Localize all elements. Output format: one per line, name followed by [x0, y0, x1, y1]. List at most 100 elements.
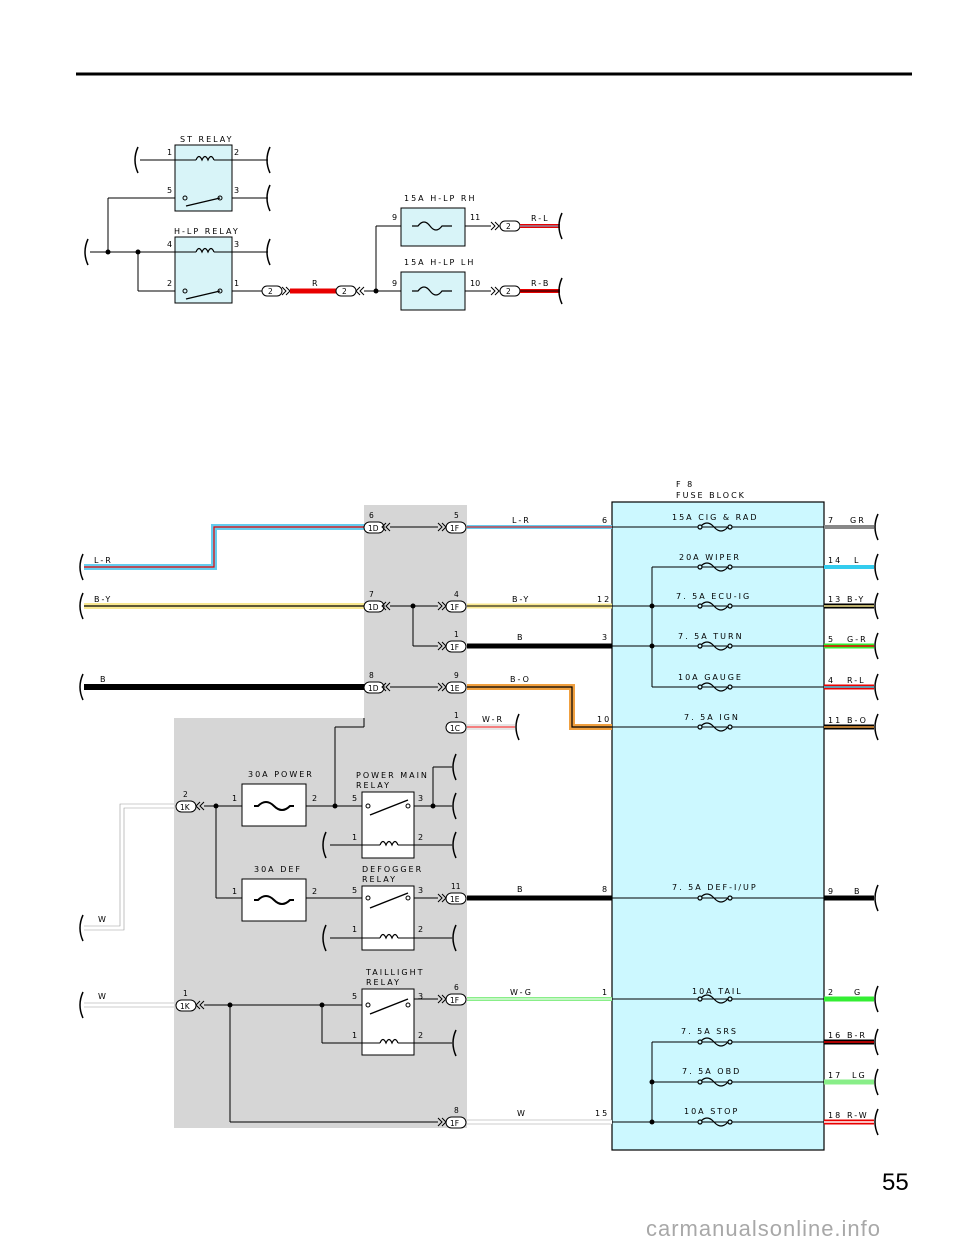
power-relay-box: [361, 791, 415, 859]
out-pin-17: 17: [828, 1071, 842, 1080]
svg-text:1: 1: [232, 887, 237, 896]
in-wire-b2: B: [517, 885, 525, 894]
out-pin-14: 14: [828, 556, 842, 565]
tail-relay-box: [361, 988, 415, 1056]
fuse-rh-out: 11: [470, 213, 480, 222]
hlp-relay-box: [174, 236, 233, 304]
fuse-label-obd: 7. 5A OBD: [682, 1067, 741, 1076]
in-pin-15: 15: [595, 1109, 609, 1118]
conn-1k-b-pin: 1: [183, 989, 188, 998]
def-fuse-icon: [254, 895, 294, 905]
svg-text:1: 1: [232, 794, 237, 803]
hlp-pin1: 1: [234, 279, 239, 288]
in-wire-lr: L-R: [512, 516, 531, 525]
fuse-rh-label: 15A H-LP RH: [404, 194, 477, 203]
hlp-pin3: 3: [234, 240, 239, 249]
conn-1e-a-pin: 9: [454, 671, 459, 680]
left-wire-lr: L-R: [94, 556, 113, 565]
svg-text:1: 1: [352, 833, 357, 842]
in-wire-wg: W-G: [510, 988, 533, 997]
fuse-rh-box: [400, 207, 466, 247]
st-pin1: 1: [167, 148, 172, 157]
conn-1e-a: 1E: [450, 684, 460, 693]
out-pin-2: 2: [828, 988, 835, 997]
fuse-label-gauge: 10A GAUGE: [678, 673, 743, 682]
fuse-label-srs: 7. 5A SRS: [681, 1027, 738, 1036]
fuse-label-stop: 10A STOP: [684, 1107, 739, 1116]
out-wire-lg: LG: [852, 1071, 867, 1080]
fuse-label-wiper: 20A WIPER: [679, 553, 741, 562]
left-wire-w2: W: [98, 992, 108, 1001]
svg-text:2: 2: [418, 925, 423, 934]
fuse-lh-out: 10: [470, 279, 480, 288]
st-relay-switch-icon: [185, 197, 221, 207]
def-relay-coil-icon: [379, 933, 399, 940]
conn-1f-d-pin: 6: [454, 983, 459, 992]
st-pin5: 5: [167, 186, 172, 195]
in-pin-6: 6: [602, 516, 609, 525]
svg-text:2: 2: [418, 1031, 423, 1040]
def-relay-box: [361, 885, 415, 951]
def-relay-switch-icon: [369, 892, 409, 909]
tail-relay-label-2: RELAY: [366, 978, 401, 987]
def-relay-label-2: RELAY: [362, 875, 397, 884]
conn-1d-a-pin: 6: [369, 511, 374, 520]
fuse-block-id: F 8: [676, 480, 694, 489]
hlp-pin2: 2: [167, 279, 172, 288]
out-pin-9: 9: [828, 887, 835, 896]
out-pin-4: 4: [828, 676, 835, 685]
conn-1f-c-pin: 1: [454, 630, 459, 639]
hlp-relay-label: H-LP RELAY: [174, 227, 240, 236]
out-wire-bo: B-O: [847, 716, 868, 725]
in-pin-1: 1: [602, 988, 609, 997]
tail-relay-switch-icon: [369, 998, 409, 1015]
in-wire-b: B: [517, 633, 525, 642]
power-fuse-box: [241, 783, 307, 827]
conn-1k-b: 1K: [180, 1002, 191, 1011]
out-wire-br: B-R: [847, 1031, 867, 1040]
power-relay-switch-icon: [369, 799, 409, 816]
in-wire-bo: B-O: [510, 675, 531, 684]
conn-1f-d: 1F: [450, 996, 459, 1005]
conn-1d-b: 1D: [368, 603, 379, 612]
in-pin-3: 3: [602, 633, 609, 642]
conn-1f-e: 1F: [450, 1119, 459, 1128]
fuse-lh-label: 15A H-LP LH: [404, 258, 475, 267]
out-pin-5: 5: [828, 635, 835, 644]
fuse-label-turn: 7. 5A TURN: [678, 632, 744, 641]
power-fuse-label: 30A POWER: [248, 770, 314, 779]
st-relay-coil-icon: [195, 155, 215, 162]
svg-text:3: 3: [418, 886, 423, 895]
power-relay-coil-icon: [379, 840, 399, 847]
wire-r-label: R: [312, 279, 320, 288]
out-wire-l: L: [854, 556, 860, 565]
tail-relay-label-1: TAILLIGHT: [365, 968, 424, 977]
page-number: 55: [882, 1169, 909, 1196]
left-wire-by: B-Y: [94, 595, 112, 604]
st-relay-label: ST RELAY: [180, 135, 234, 144]
svg-text:2: 2: [418, 833, 423, 842]
st-pin3: 3: [234, 186, 239, 195]
fuse-lh-box: [400, 271, 466, 311]
left-wire-w1: W: [98, 915, 108, 924]
r-conn-a: 2: [268, 287, 273, 296]
fuse-lh-conn: 2: [506, 287, 511, 296]
svg-text:5: 5: [352, 794, 357, 803]
def-relay-label-1: DEFOGGER: [362, 865, 423, 874]
watermark-text: carmanualsonline.info: [646, 1216, 881, 1241]
fuse-label-cig: 15A CIG & RAD: [672, 513, 759, 522]
svg-text:2: 2: [312, 887, 317, 896]
out-wire-rw: R-W: [847, 1111, 869, 1120]
svg-text:1: 1: [352, 925, 357, 934]
conn-1f-a: 1F: [450, 524, 459, 533]
conn-1e-b: 1E: [450, 895, 460, 904]
fuse-label-ecu: 7. 5A ECU-IG: [676, 592, 751, 601]
in-wire-w: W: [517, 1109, 527, 1118]
fuse-rh-icon: [412, 221, 452, 231]
out-wire-by: B-Y: [847, 595, 865, 604]
conn-1c-pin: 1: [454, 711, 459, 720]
in-pin-8: 8: [602, 885, 609, 894]
fuse-label-def: 7. 5A DEF-I/UP: [672, 883, 758, 892]
fuse-rh-conn: 2: [506, 222, 511, 231]
